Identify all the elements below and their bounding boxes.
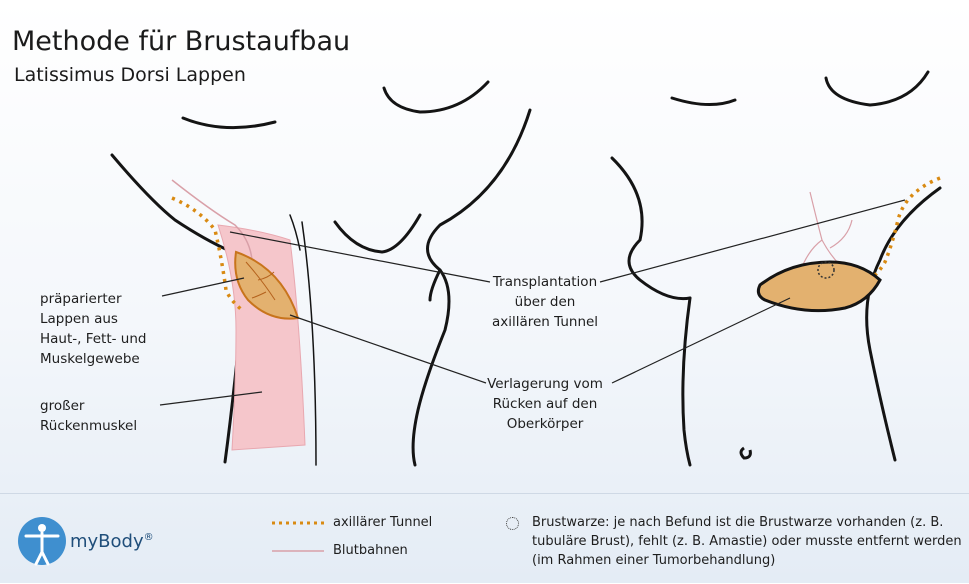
leader-transplant-right bbox=[599, 199, 906, 283]
left-spine-line bbox=[301, 221, 317, 466]
right-figure bbox=[610, 70, 942, 467]
body-logo-icon bbox=[18, 517, 66, 566]
label-flap-line: präparierter bbox=[40, 291, 122, 307]
left-flap-vessels bbox=[245, 261, 276, 301]
label-transplant-line: über den bbox=[514, 294, 576, 310]
leader-lines bbox=[159, 199, 906, 406]
leader-muscle bbox=[159, 391, 263, 406]
right-shoulder-arc bbox=[670, 96, 737, 107]
right-lower-line bbox=[681, 296, 692, 467]
brand-mark: ® bbox=[143, 532, 154, 543]
legend-nipple-label: Brustwarze: je nach Befund ist die Brust… bbox=[532, 515, 962, 568]
legend-tunnel-label: axillärer Tunnel bbox=[333, 515, 433, 530]
label-transplant-line: Transplantation bbox=[492, 274, 598, 290]
label-muscle-line: Rückenmuskel bbox=[40, 418, 138, 434]
left-neck-line bbox=[382, 80, 490, 114]
page-subtitle: Latissimus Dorsi Lappen bbox=[14, 64, 246, 86]
brand-logo: myBody® bbox=[70, 531, 154, 552]
legend-bar bbox=[0, 493, 969, 584]
page-title: Methode für Brustaufbau bbox=[12, 26, 351, 57]
label-flap-line: Lappen aus bbox=[40, 311, 118, 327]
label-relocation-line: Oberkörper bbox=[506, 416, 584, 432]
label-muscle-line: großer bbox=[40, 398, 85, 414]
label-transplant: Transplantation über den axillären Tunne… bbox=[470, 272, 620, 332]
leader-flap bbox=[161, 277, 245, 297]
nipple-circle-icon bbox=[817, 261, 835, 279]
left-back-line bbox=[289, 214, 301, 251]
left-shoulder-arc bbox=[181, 116, 277, 130]
label-flap: präparierter Lappen aus Haut-, Fett- und… bbox=[40, 289, 147, 369]
vessel-a bbox=[809, 191, 841, 266]
brand-name: myBody bbox=[70, 531, 144, 552]
leader-transplant-left bbox=[229, 231, 491, 283]
label-relocation-line: Rücken auf den bbox=[492, 396, 598, 412]
right-back-outline bbox=[865, 186, 942, 462]
leader-relocation-right bbox=[611, 297, 791, 384]
left-armpit-line bbox=[428, 268, 442, 302]
right-blood-vessels bbox=[799, 191, 853, 273]
left-torso-right bbox=[411, 108, 532, 467]
right-neck-line bbox=[824, 70, 930, 107]
legend-nipple-circle-icon bbox=[506, 517, 519, 530]
flap-vessel-1 bbox=[245, 261, 276, 301]
flap-vessel-3 bbox=[251, 291, 267, 299]
vessel-c bbox=[829, 219, 853, 249]
label-flap-line: Haut-, Fett- und bbox=[40, 331, 147, 347]
right-flap-breast bbox=[756, 260, 882, 313]
left-figure bbox=[110, 80, 532, 467]
right-chest-line bbox=[610, 156, 692, 301]
left-arm-outline bbox=[110, 153, 234, 254]
label-flap-line: Muskelgewebe bbox=[40, 351, 140, 367]
label-relocation: Verlagerung vom Rücken auf den Oberkörpe… bbox=[470, 374, 620, 434]
leader-relocation-left bbox=[289, 314, 487, 384]
flap-vessel-2 bbox=[257, 271, 275, 281]
left-scapula-line bbox=[333, 213, 422, 254]
left-blood-vessel bbox=[171, 179, 253, 261]
right-axillary-tunnel bbox=[859, 176, 941, 287]
label-transplant-line: axillären Tunnel bbox=[491, 314, 599, 330]
navel-icon bbox=[739, 446, 752, 460]
label-muscle: großer Rückenmuskel bbox=[40, 396, 137, 436]
label-relocation-line: Verlagerung vom bbox=[487, 376, 603, 392]
legend-vessel-label: Blutbahnen bbox=[333, 543, 408, 558]
